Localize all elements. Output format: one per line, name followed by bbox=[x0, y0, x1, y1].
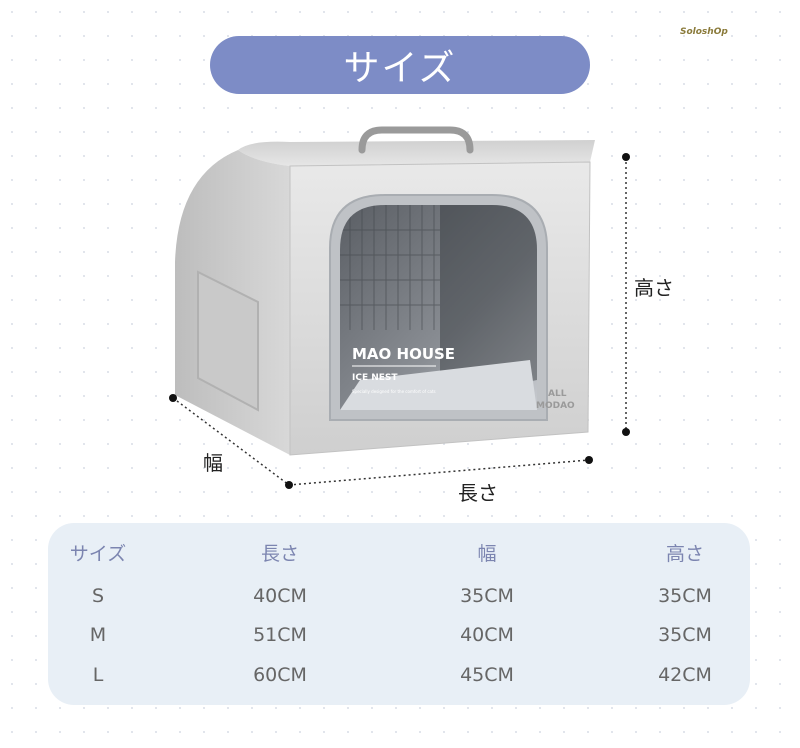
logo-line1: ALL bbox=[548, 389, 567, 399]
dim-endpoint-length-right bbox=[585, 456, 593, 464]
table-header-cell: 幅 bbox=[477, 543, 497, 565]
table-row: L 60CM 45CM 42CM bbox=[48, 664, 750, 694]
dim-endpoint-corner bbox=[285, 481, 293, 489]
dim-endpoint-height-top bbox=[622, 153, 630, 161]
product-label-sub: ICE NEST bbox=[352, 373, 398, 383]
table-header-row: サイズ 長さ 幅 高さ bbox=[48, 539, 750, 569]
table-row: M 51CM 40CM 35CM bbox=[48, 624, 750, 654]
table-header-cell: サイズ bbox=[69, 543, 127, 565]
logo-line2: MODAO bbox=[536, 401, 575, 411]
table-cell: M bbox=[89, 624, 107, 646]
dim-endpoint-width-left bbox=[169, 394, 177, 402]
table-cell: 40CM bbox=[253, 585, 307, 607]
product-label-main: MAO HOUSE bbox=[352, 345, 455, 363]
size-table: サイズ 長さ 幅 高さ S 40CM 35CM 35CM M 51CM 40CM… bbox=[48, 523, 750, 705]
dim-endpoint-height-bottom bbox=[622, 428, 630, 436]
table-cell: 45CM bbox=[460, 664, 514, 686]
product-label-fine: Specially designed for the comfort of ca… bbox=[352, 389, 436, 394]
side-pocket bbox=[197, 270, 259, 412]
table-cell: 42CM bbox=[658, 664, 712, 686]
dimension-label-width: 幅 bbox=[203, 451, 223, 475]
table-cell: 51CM bbox=[253, 624, 307, 646]
table-cell: 35CM bbox=[658, 624, 712, 646]
page-title: サイズ bbox=[210, 36, 590, 94]
table-cell: L bbox=[92, 664, 104, 686]
dimension-label-length: 長さ bbox=[458, 481, 498, 505]
dimension-label-height: 高さ bbox=[634, 276, 674, 300]
house-top bbox=[238, 140, 595, 166]
table-header-cell: 長さ bbox=[260, 543, 299, 565]
product-illustration: MAO HOUSE ICE NEST Specially designed fo… bbox=[169, 126, 630, 489]
table-cell: 40CM bbox=[460, 624, 514, 646]
dimension-lines bbox=[172, 157, 627, 486]
table-header-cell: 高さ bbox=[665, 543, 704, 565]
table-cell: S bbox=[91, 585, 105, 607]
table-cell: 60CM bbox=[253, 664, 307, 686]
table-row: S 40CM 35CM 35CM bbox=[48, 585, 750, 615]
page-title-text: サイズ bbox=[343, 48, 457, 89]
brand-watermark: SoloshOp bbox=[680, 27, 728, 37]
table-cell: 35CM bbox=[460, 585, 514, 607]
handle bbox=[358, 126, 474, 154]
table-cell: 35CM bbox=[658, 585, 712, 607]
